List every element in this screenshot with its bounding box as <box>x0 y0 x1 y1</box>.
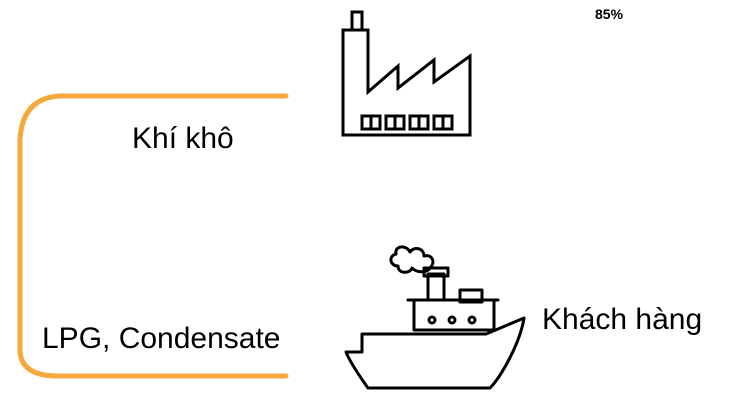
ship-porthole <box>467 315 477 325</box>
factory-outline <box>341 10 472 137</box>
flow-bracket <box>17 93 289 379</box>
ship-porthole <box>447 315 457 325</box>
ship-cabin <box>412 298 496 332</box>
ship-porthole <box>427 315 437 325</box>
ship-hull <box>344 316 526 390</box>
ship-icon <box>344 245 526 390</box>
percent-label: 85% <box>595 6 624 22</box>
ship-smoke <box>389 245 435 274</box>
ship-chimney <box>426 272 446 302</box>
lpg-condensate-label: LPG, Condensate <box>42 322 281 355</box>
customer-label: Khách hàng <box>542 303 703 336</box>
factory-icon <box>341 10 472 137</box>
ship-bridge <box>458 288 484 304</box>
ship-chimney-cap <box>422 266 450 278</box>
dry-gas-label: Khí khô <box>132 122 234 155</box>
